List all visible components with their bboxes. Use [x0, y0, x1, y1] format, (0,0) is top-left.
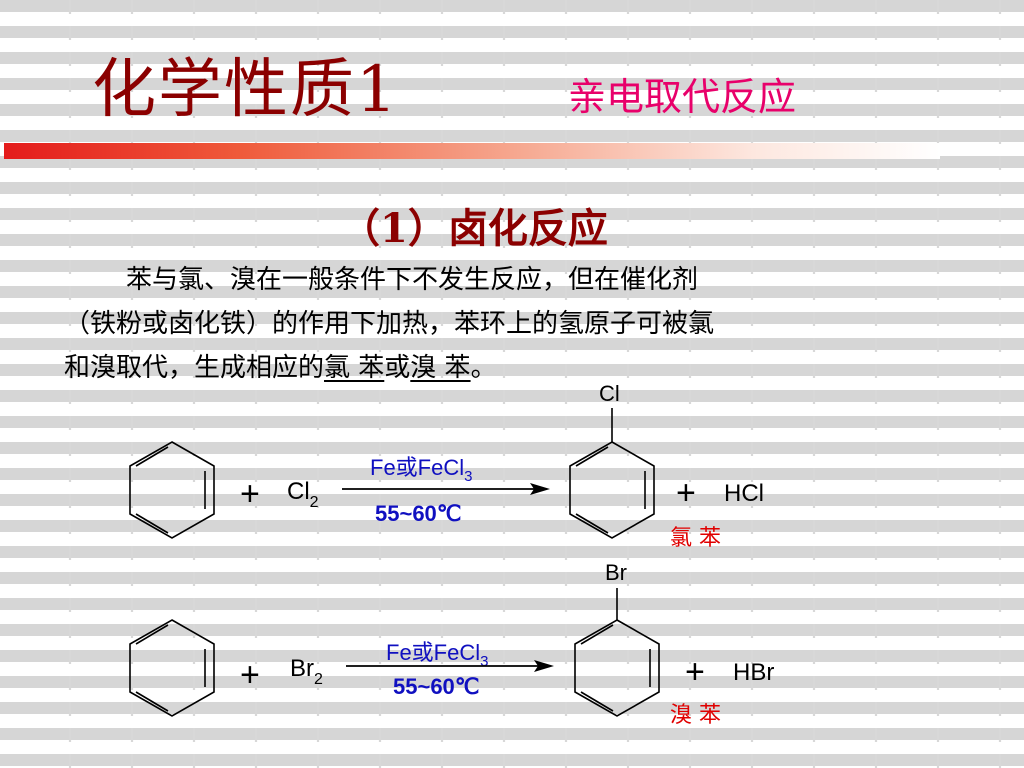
byproduct-hcl: HCl: [724, 480, 764, 507]
substituent-br: Br: [605, 560, 627, 585]
reagent-br2: Br2: [290, 655, 323, 688]
term-chlorobenzene: 氯 苯: [324, 353, 385, 383]
plus-sign: +: [676, 474, 696, 512]
reaction-chlorination: + Cl2 Fe或FeCl3 55~60℃ Cl + HCl 氯 苯: [129, 381, 764, 551]
reaction-scheme: + Cl2 Fe或FeCl3 55~60℃ Cl + HCl 氯 苯 + Br2…: [129, 381, 774, 728]
product-name-chlorobenzene: 氯 苯: [670, 526, 721, 551]
paragraph-line-1: 苯与氯、溴在一般条件下不发生反应，但在催化剂: [126, 265, 699, 295]
title-underline-bar: [4, 143, 940, 159]
paragraph-line-3-suffix: 。: [470, 353, 497, 383]
chlorobenzene-product-icon: [569, 408, 655, 539]
bromobenzene-product-icon: [574, 588, 660, 717]
section-heading: （1）卤化反应: [340, 205, 608, 252]
slide-subtitle: 亲电取代反应: [568, 75, 797, 119]
benzene-reactant-icon: [129, 441, 215, 539]
temperature-label: 55~60℃: [375, 501, 462, 526]
product-name-bromobenzene: 溴 苯: [670, 703, 721, 728]
term-bromobenzene: 溴 苯: [410, 353, 471, 383]
reagent-cl2: Cl2: [287, 478, 319, 511]
plus-sign: +: [685, 653, 705, 691]
slide-title: 化学性质1: [92, 53, 399, 127]
plus-sign: +: [240, 656, 260, 694]
byproduct-hbr: HBr: [733, 659, 774, 686]
catalyst-label: Fe或FeCl3: [370, 455, 472, 485]
substituent-cl: Cl: [599, 381, 620, 406]
paragraph-connector: 或: [384, 353, 411, 383]
reaction-arrow: [346, 660, 554, 672]
temperature-label: 55~60℃: [393, 674, 480, 699]
reaction-bromination: + Br2 Fe或FeCl3 55~60℃ Br + HBr 溴 苯: [129, 560, 774, 728]
body-paragraph: 苯与氯、溴在一般条件下不发生反应，但在催化剂 （铁粉或卤化铁）的作用下加热，苯环…: [64, 258, 934, 390]
paragraph-line-2: （铁粉或卤化铁）的作用下加热，苯环上的氢原子可被氯: [64, 309, 715, 339]
plus-sign: +: [240, 475, 260, 513]
paragraph-line-3-prefix: 和溴取代，生成相应的: [64, 353, 325, 383]
reaction-arrow: [342, 483, 550, 495]
benzene-reactant-icon: [129, 619, 215, 717]
catalyst-label: Fe或FeCl3: [386, 640, 488, 670]
